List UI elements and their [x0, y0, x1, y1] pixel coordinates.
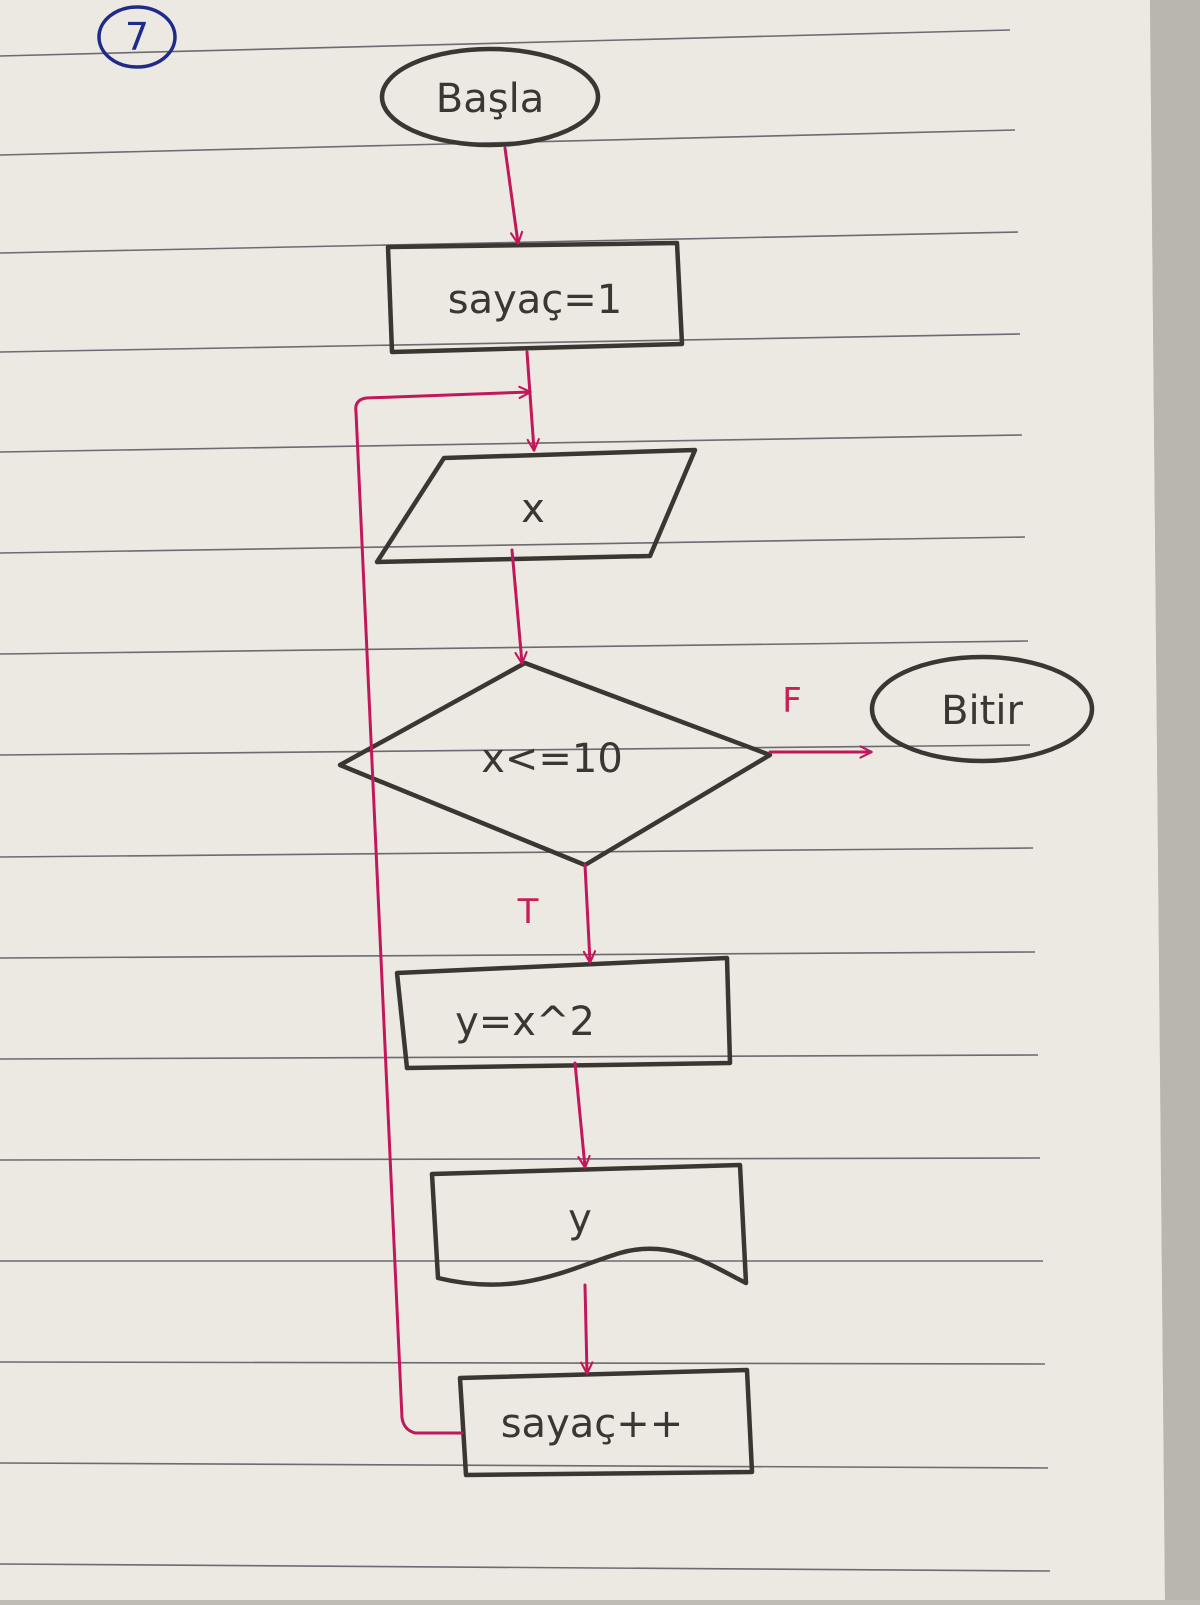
increment-process: sayaç++ — [457, 1367, 755, 1478]
init-process: sayaç=1 — [385, 240, 685, 355]
end-label: Bitir — [941, 688, 1023, 734]
end-terminal: Bitir — [869, 654, 1095, 764]
increment-label: sayaç++ — [501, 1401, 684, 1447]
arrow-init-to-input — [525, 350, 540, 452]
init-label: sayaç=1 — [448, 277, 623, 323]
output-document: y — [429, 1162, 749, 1287]
arrow-output-to-increment — [580, 1283, 594, 1375]
output-label: y — [568, 1196, 592, 1242]
page-number: 7 — [125, 15, 149, 59]
true-edge-label: T — [517, 892, 539, 932]
false-edge-label: F — [782, 681, 802, 721]
compute-label: y=x^2 — [455, 999, 595, 1045]
input-label: x — [521, 486, 545, 532]
start-label: Başla — [436, 76, 544, 122]
compute-process: y=x^2 — [394, 955, 733, 1071]
page-shadow-edge — [1150, 0, 1200, 1600]
input-parallelogram: x — [374, 447, 698, 565]
flow-arrows — [354, 146, 873, 1435]
decision-label: x<=10 — [481, 736, 623, 782]
start-terminal: Başla — [379, 46, 601, 148]
arrow-start-to-init — [503, 146, 524, 245]
arrow-decision-true-to-compute — [582, 863, 597, 964]
ruled-lines — [0, 29, 1051, 1572]
arrow-compute-to-output — [573, 1061, 591, 1169]
arrow-input-to-decision — [510, 548, 528, 665]
page-number-badge: 7 — [97, 5, 177, 69]
paper-sheet — [0, 0, 1165, 1600]
arrow-loop-back — [354, 385, 532, 1435]
